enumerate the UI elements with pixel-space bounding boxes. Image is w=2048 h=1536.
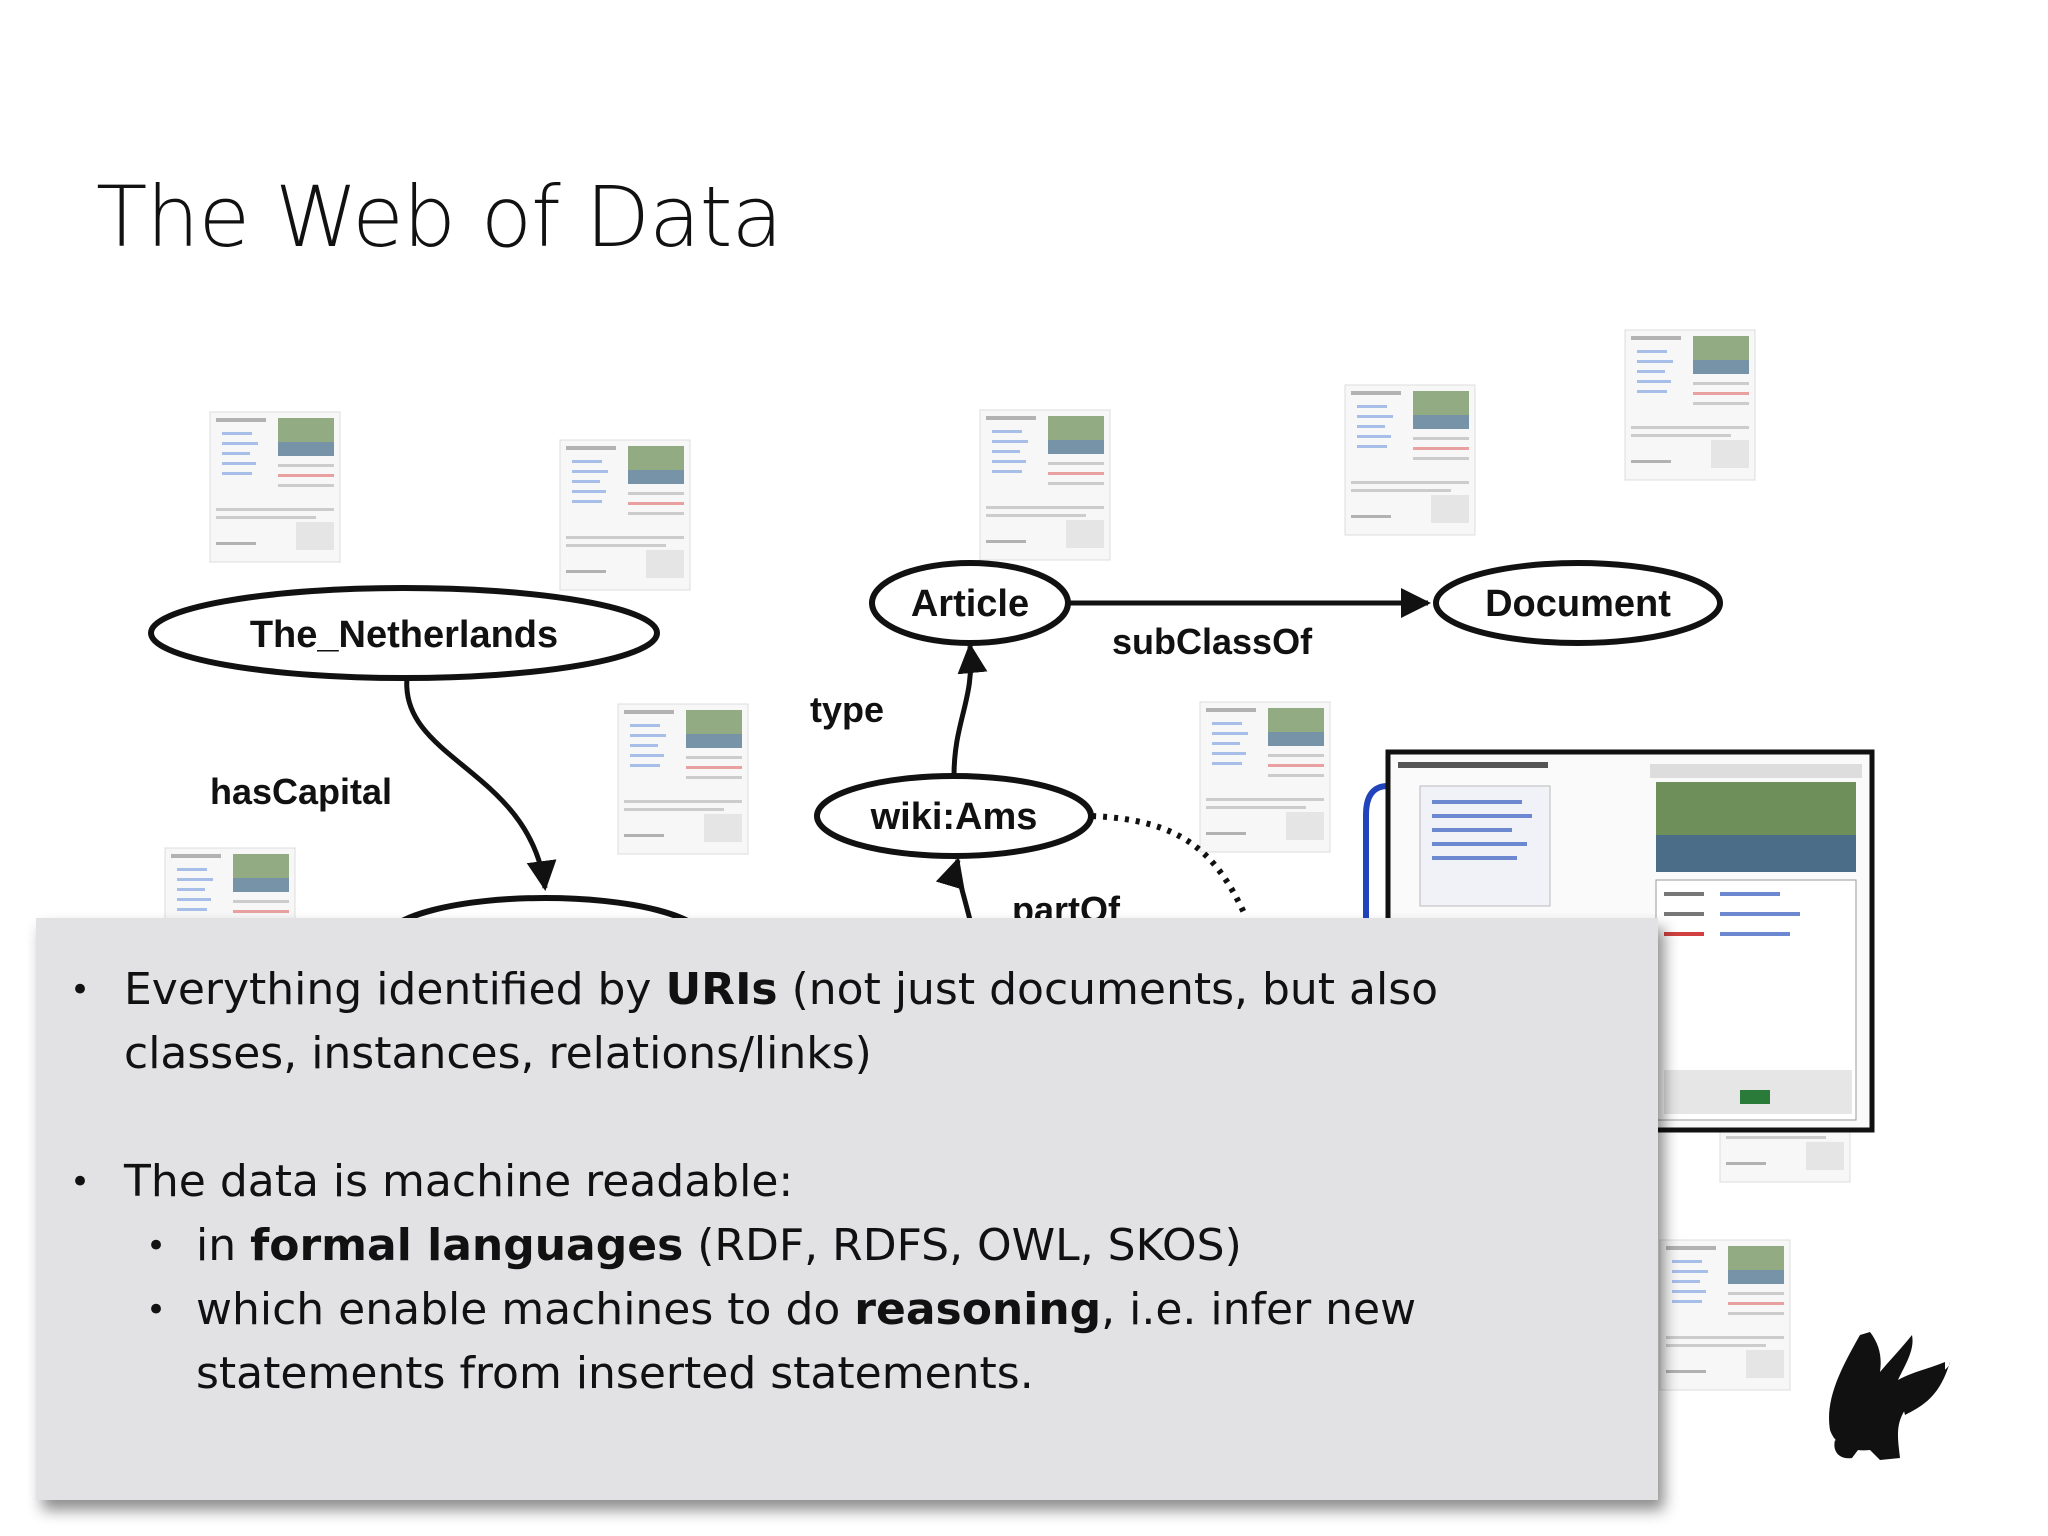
sub-bullet-reasoning-pre: which enable machines to do: [196, 1284, 855, 1335]
sub-bullet-formal-languages: • in formal languages (RDF, RDFS, OWL, S…: [124, 1214, 1568, 1278]
sub-bullet-marker: •: [146, 1226, 167, 1266]
sub-bullet-reasoning-post: , i.e. infer new statements from inserte…: [196, 1284, 1417, 1399]
node-document: Document: [1485, 583, 1671, 625]
edge-label-type: type: [810, 689, 884, 730]
bullet-uris: • Everything identified by URIs (not jus…: [36, 958, 1658, 1086]
bullet-machine-readable-text: The data is machine readable:: [124, 1156, 794, 1207]
edge-has-capital: [404, 677, 557, 891]
sub-bullet-formal-post: (RDF, RDFS, OWL, SKOS): [683, 1220, 1242, 1271]
bullet-machine-readable: • The data is machine readable: • in for…: [36, 1150, 1658, 1406]
edge-type: [951, 643, 988, 777]
griffin-logo-icon: [1829, 1332, 1950, 1460]
bullet-uris-post: (not just documents, but also classes, i…: [124, 964, 1439, 1079]
node-article: Article: [911, 583, 1029, 625]
bullet-uris-pre: Everything identified by: [124, 964, 666, 1015]
text-overlay-box: • Everything identified by URIs (not jus…: [36, 918, 1658, 1500]
sub-bullet-reasoning: • which enable machines to do reasoning,…: [124, 1278, 1568, 1406]
bullet-marker: •: [70, 1162, 91, 1202]
sub-bullet-formal-pre: in: [196, 1220, 251, 1271]
sub-bullet-reasoning-bold: reasoning: [854, 1284, 1102, 1335]
node-wiki-ams: wiki:Ams: [870, 796, 1038, 838]
bullet-marker: •: [70, 970, 91, 1010]
sub-bullet-formal-bold: formal languages: [250, 1220, 684, 1271]
bullet-list: • Everything identified by URIs (not jus…: [36, 958, 1658, 1406]
edge-label-has-capital: hasCapital: [210, 771, 392, 812]
sub-bullet-marker: •: [146, 1290, 167, 1330]
bullet-uris-bold: URIs: [665, 964, 778, 1015]
edge-label-sub-class-of: subClassOf: [1112, 621, 1313, 662]
node-the-netherlands: The_Netherlands: [250, 614, 558, 656]
slide-title: The Web of Data: [96, 168, 783, 266]
sub-bullet-list: • in formal languages (RDF, RDFS, OWL, S…: [124, 1214, 1568, 1406]
edge-part-of: [935, 857, 973, 921]
